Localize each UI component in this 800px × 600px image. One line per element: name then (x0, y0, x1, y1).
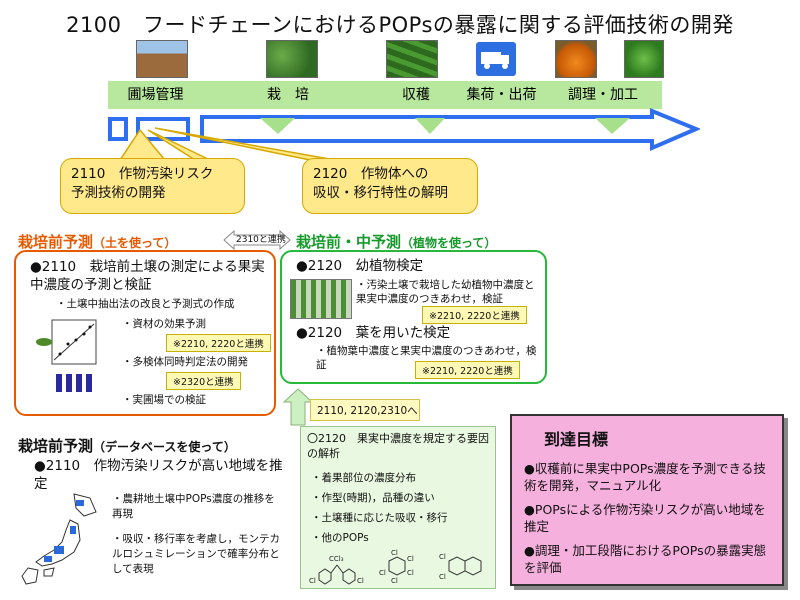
db-item-title: ●2110 作物汚染リスクが高い地域を推定 (34, 458, 283, 492)
upward-arrow (283, 388, 313, 426)
plant-item1-badge: ※2210, 2220と連携 (422, 306, 527, 324)
truck-icon (476, 42, 516, 76)
chem-label: Cl (391, 577, 398, 585)
chem-label: Cl (309, 577, 316, 585)
plant-item1-note: ・汚染土壌で栽培した幼植物中濃度と果実中濃度のつきあわせ，検証 (356, 279, 535, 305)
db-note-2: ・吸収・移行率を考慮し，モンテカルロシュミレーションで確率分布として表現 (112, 533, 280, 575)
soil-note-3: ・多検体同時判定法の開発 (122, 356, 248, 368)
chem-label: Cl (379, 569, 386, 577)
chem-label: Cl (391, 549, 398, 557)
link-2310-label: 2310と連携 (236, 235, 286, 245)
callout-2120-line2: 吸収・移行特性の解明 (313, 185, 448, 201)
callout-2120-line1: 2120 作物体への (313, 166, 429, 182)
plant-item1-title: ●2120 幼植物検定 (296, 258, 424, 274)
soil-note-1: ・土壌中抽出法の改良と予測式の作成 (56, 298, 235, 310)
soil-badge-1: ※2210, 2220と連携 (166, 334, 271, 352)
factor-item-4: ・他のPOPs (311, 532, 369, 544)
seedling-photo (290, 279, 352, 319)
stage-field-management: 圃場管理 (108, 81, 203, 109)
callout-pointers (118, 127, 336, 161)
stage-harvest: 収穫 (373, 81, 459, 109)
goal-title: 到達目標 (544, 430, 609, 449)
callout-2110-line2: 予測技術の開発 (71, 185, 166, 201)
soil-note-4: ・実圃場での検証 (122, 394, 206, 406)
link-arrow (223, 229, 291, 251)
callout-2110: 2110 作物汚染リスク 予測技術の開発 (60, 158, 245, 214)
factors-panel: 〇2120 果実中濃度を規定する要因の解析 ・着果部位の濃度分布 ・作型(時期)… (300, 426, 496, 589)
field-photo (136, 40, 188, 78)
plant-item2-note: ・植物葉中濃度と果実中濃度のつきあわせ，検証 (316, 345, 537, 371)
plant-item2-title: ●2120 葉を用いた検定 (296, 325, 451, 341)
db-note-1: ・農耕地土壌中POPs濃度の推移を再現 (112, 493, 275, 520)
callout-2110-line1: 2110 作物汚染リスク (71, 166, 214, 182)
plant-panel: ●2120 幼植物検定 ・汚染土壌で栽培した幼植物中濃度と果実中濃度のつきあわせ… (280, 250, 547, 384)
regression-plot-icon (36, 319, 97, 392)
db-heading-main: 栽培前予測 (18, 437, 94, 455)
plant-heading-main: 栽培前・中予測 (296, 233, 402, 251)
goal-item-1: ●収穫前に果実中POPs濃度を予測できる技術を開発，マニュアル化 (524, 461, 766, 493)
soil-panel: ●2110 栽培前土壌の測定による果実中濃度の予測と検証 ・土壌中抽出法の改良と… (14, 250, 276, 416)
stage-processing: 調理・加工 (544, 81, 662, 109)
db-heading: 栽培前予測（データベースを使って） (18, 435, 236, 456)
goal-panel: 到達目標 ●収穫前に果実中POPs濃度を予測できる技術を開発，マニュアル化 ●P… (510, 414, 784, 586)
factor-item-2: ・作型(時期)，品種の違い (311, 492, 435, 504)
pickle-photo (624, 40, 664, 78)
page-title: 2100 フードチェーンにおけるPOPsの暴露に関する評価技術の開発 (66, 13, 734, 37)
soil-heading-paren: （土を使って） (93, 236, 177, 250)
chem-label: Cl (407, 569, 414, 577)
stage-cultivation: 栽 培 (203, 81, 373, 109)
chem-label: Cl (439, 553, 446, 561)
db-heading-paren: （データベースを使って） (93, 440, 236, 454)
plant-heading: 栽培前・中予測（植物を使って） (296, 231, 496, 252)
factor-item-3: ・土壌種に応じた吸収・移行 (311, 512, 448, 524)
plant-item2-badge: ※2210, 2220と連携 (415, 361, 520, 379)
process-arrow (108, 108, 700, 152)
greenhouse-photo (266, 40, 318, 78)
pumpkin-photo (555, 40, 597, 78)
soil-heading-main: 栽培前予測 (18, 233, 94, 251)
plant-heading-paren: （植物を使って） (401, 236, 497, 250)
goal-item-2: ●POPsによる作物汚染リスクが高い地域を推定 (524, 502, 766, 534)
factors-title: 〇2120 果実中濃度を規定する要因の解析 (307, 432, 489, 460)
japan-map-icon (21, 493, 97, 585)
chem-label: CCl₃ (329, 555, 344, 563)
callout-2120: 2120 作物体への 吸収・移行特性の解明 (302, 158, 478, 214)
soil-badge-2: ※2320と連携 (166, 372, 241, 390)
chem-label: Cl (357, 577, 364, 585)
chem-label: Cl (439, 573, 446, 581)
chem-label: Cl (407, 555, 414, 563)
soil-note-2: ・資材の効果予測 (122, 318, 206, 330)
soil-item-title: ●2110 栽培前土壌の測定による果実中濃度の予測と検証 (30, 259, 265, 293)
goal-item-3: ●調理・加工段階におけるPOPsの暴露実態を評価 (524, 543, 767, 575)
goal-list: ●収穫前に果実中POPs濃度を予測できる技術を開発，マニュアル化 ●POPsによ… (524, 460, 778, 583)
cucumber-photo (386, 40, 438, 78)
arrow-target-label: 2110, 2120,2310へ (310, 399, 420, 421)
factor-item-1: ・着果部位の濃度分布 (311, 472, 416, 484)
stage-shipping: 集荷・出荷 (459, 81, 544, 109)
soil-heading: 栽培前予測（土を使って） (18, 231, 176, 252)
chemical-structures: Cl CCl₃ Cl Cl Cl Cl Cl Cl Cl Cl (309, 549, 482, 585)
